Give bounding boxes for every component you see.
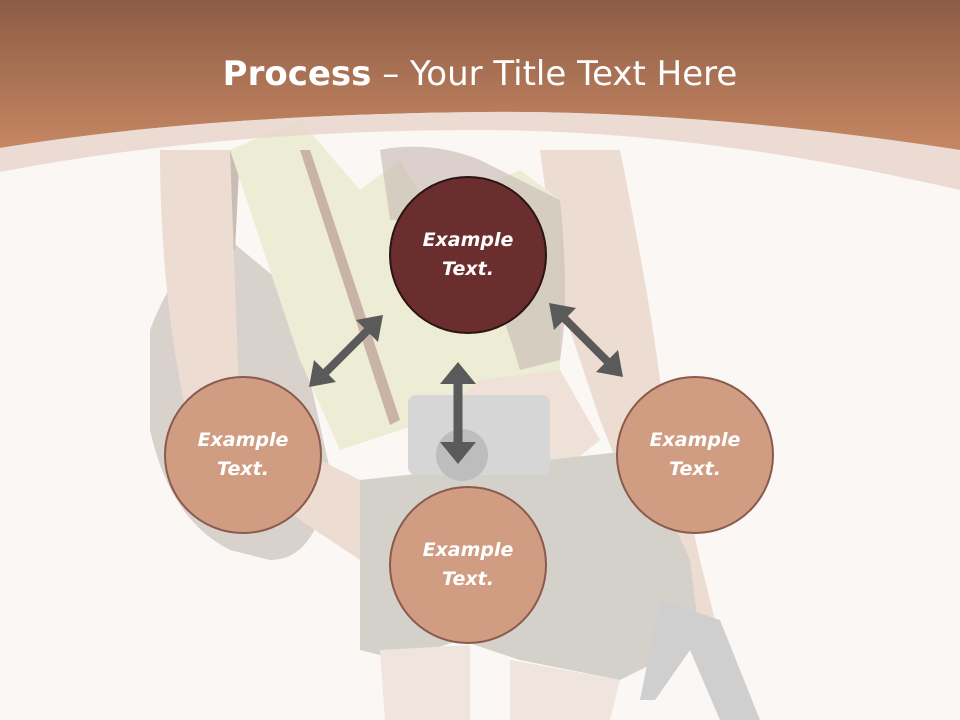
- title-bold: Process: [222, 54, 372, 94]
- circle-right-line1: Example: [649, 429, 741, 451]
- title-dash: –: [371, 54, 411, 94]
- circle-center-line2: Text.: [442, 258, 494, 280]
- header-band: [0, 0, 960, 190]
- circle-center-line1: Example: [422, 229, 514, 251]
- double-arrow-left-icon: [309, 315, 383, 387]
- circle-left-line2: Text.: [217, 458, 269, 480]
- double-arrow-right-icon: [549, 303, 623, 377]
- slide-title: Process – Your Title Text Here: [0, 52, 960, 96]
- process-circle-bottom[interactable]: Example Text.: [389, 486, 547, 644]
- title-rest: Your Title Text Here: [410, 54, 738, 94]
- process-circle-left[interactable]: Example Text.: [164, 376, 322, 534]
- circle-bottom-line1: Example: [422, 539, 514, 561]
- circle-right-line2: Text.: [669, 458, 721, 480]
- circle-left-line1: Example: [197, 429, 289, 451]
- circle-bottom-line2: Text.: [442, 568, 494, 590]
- process-circle-right[interactable]: Example Text.: [616, 376, 774, 534]
- process-circle-center[interactable]: Example Text.: [389, 176, 547, 334]
- double-arrow-vertical-icon: [440, 362, 476, 464]
